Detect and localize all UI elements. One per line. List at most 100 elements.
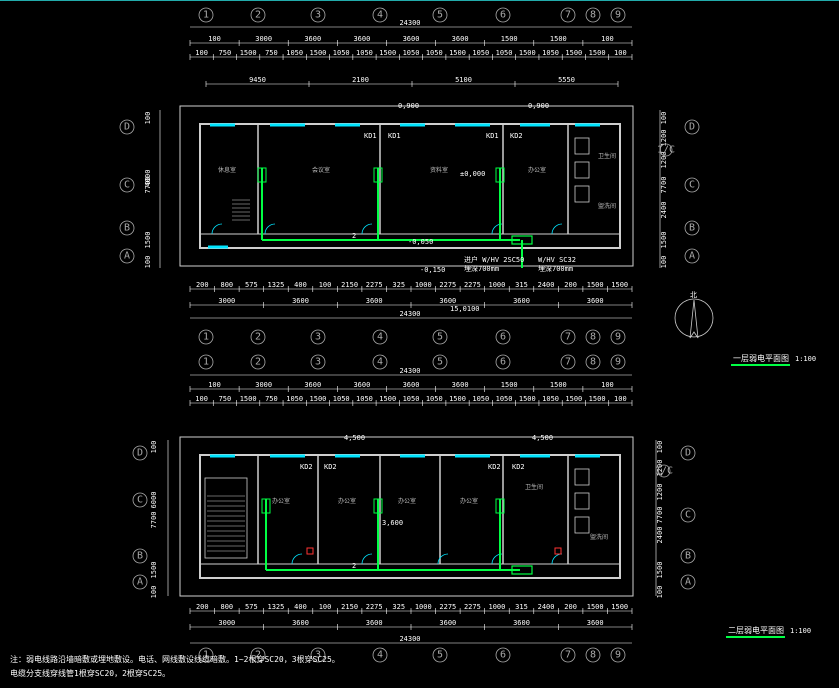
p1-bottom-bubble-label-1: 1: [203, 332, 209, 343]
p2-door-swing-2: [437, 553, 449, 565]
p1-bottom-row2-value-4: 3600: [513, 297, 530, 305]
p2-top-bubble-label-1: 1: [203, 357, 209, 368]
p1-room-label-1: 会议室: [312, 166, 330, 174]
p2-kd-label-3: KD2: [512, 463, 525, 471]
p2-top-bubble-2: [250, 354, 266, 370]
p1-left-dim-value-1: 7700: [144, 177, 152, 194]
p2-left-bubble-B: [132, 548, 148, 564]
p1-top-row2-value-14: 1500: [519, 49, 536, 57]
p1-cable-in-2b: 埋深700mm: [538, 264, 573, 273]
p2-toilet-stall-1: [574, 492, 590, 510]
p1-kd-label-1: KD1: [388, 132, 401, 140]
p1-top-row3-value-1: 2100: [352, 76, 369, 84]
note-line-1: 注：弱电线路沿墙暗敷或埋地敷设。电话、网线敷设线缆暗敷。1~2根穿SC20，3根…: [10, 654, 340, 664]
p1-bottom-row2-value-0: 3000: [218, 297, 235, 305]
p1-toilet-stall-1: [574, 161, 590, 179]
p1-top-bubble-8: [585, 7, 601, 23]
p2-top-row2-value-14: 1500: [519, 395, 536, 403]
p2-right-bubble-D: [680, 445, 696, 461]
p2-bottom-bubble-3: [310, 647, 326, 663]
p1-bottom-row2-value-2: 3600: [366, 297, 383, 305]
p1-left-bubble-label-D: D: [124, 122, 130, 133]
p1-top-bubble-label-7: 7: [565, 10, 571, 21]
p1-room-label-3: 办公室: [528, 166, 546, 174]
p2-bottom-row1-value-10: 2275: [439, 603, 456, 611]
p2-top-row2-value-13: 1050: [496, 395, 513, 403]
p2-top-row2-value-8: 1500: [379, 395, 396, 403]
p2-left-dim-value-2: 6000: [150, 492, 158, 509]
p2-bottom-bubble-label-4: 4: [377, 650, 383, 661]
p1-top-bubble-6: [495, 7, 511, 23]
p1-right-bubble-C: [684, 177, 700, 193]
p1-door-swing-1: [264, 223, 276, 235]
p1-top-bubble-label-3: 3: [315, 10, 321, 21]
p2-room-label-2: 办公室: [398, 497, 416, 505]
p2-door-swing-3: [491, 553, 503, 565]
p2-elev-top-0: 4,500: [344, 434, 365, 442]
p2-bottom-row1-value-13: 315: [515, 603, 528, 611]
p2-right-bubble-label-C: C: [685, 510, 691, 521]
p2-bottom-row2-value-3: 3600: [439, 619, 456, 627]
p1-elev-top-1: 0,900: [528, 102, 549, 110]
sub-axis-bubble-label-1: 1/C: [655, 466, 673, 477]
north-arrow-circle: [674, 298, 714, 338]
p1-top-bubble-1: [198, 7, 214, 23]
p1-room-label-2: 资料室: [430, 166, 448, 174]
p2-top-row2-value-7: 1050: [356, 395, 373, 403]
p1-bottom-bubble-label-8: 8: [590, 332, 596, 343]
p2-door-swing-0: [291, 553, 303, 565]
p2-toilet-stall-0: [574, 468, 590, 486]
p2-bottom-row1-value-15: 200: [564, 603, 577, 611]
p1-right-bubble-A: [684, 248, 700, 264]
p2-right-dim-value-0: 100: [656, 441, 664, 454]
p1-bottom-bubble-1: [198, 329, 214, 345]
p2-top-bubble-label-7: 7: [565, 357, 571, 368]
p2-bottom-row1-value-5: 100: [319, 603, 332, 611]
p1-right-dim-value-6: 100: [660, 256, 668, 269]
p1-elev-low-1: -0,150: [420, 266, 445, 274]
sub-axis-bubble-label-0: 1/C: [657, 145, 675, 156]
p2-top-row2-value-15: 1050: [542, 395, 559, 403]
p2-bottom-row2-value-5: 3600: [587, 619, 604, 627]
p2-top-bubble-8: [585, 354, 601, 370]
p2-top-row1-value-4: 3600: [403, 381, 420, 389]
p2-top-row1-value-6: 1500: [501, 381, 518, 389]
p1-bottom-bubble-2: [250, 329, 266, 345]
p2-bottom-bubble-6: [495, 647, 511, 663]
p1-top-bubble-7: [560, 7, 576, 23]
p1-top-row3-value-2: 5100: [455, 76, 472, 84]
plan2-scale: 1:100: [790, 627, 811, 635]
p1-bottom-bubble-6: [495, 329, 511, 345]
p1-left-dim-value-0: 100: [144, 112, 152, 125]
p2-right-dim-value-3: 2400: [656, 527, 664, 544]
p2-bottom-bubble-label-9: 9: [615, 650, 621, 661]
p2-kd-label-2: KD2: [488, 463, 501, 471]
p1-top-row1-value-2: 3600: [304, 35, 321, 43]
p1-top-row2-value-15: 1050: [542, 49, 559, 57]
p1-bottom-row1-value-16: 1500: [587, 281, 604, 289]
p1-top-bubble-9: [610, 7, 626, 23]
p2-top-bubble-5: [432, 354, 448, 370]
p1-top-bubble-3: [310, 7, 326, 23]
p1-top-row1-value-8: 100: [601, 35, 614, 43]
p1-bottom-bubble-label-9: 9: [615, 332, 621, 343]
p1-top-bubble-label-4: 4: [377, 10, 383, 21]
p1-kd-label-3: KD2: [510, 132, 523, 140]
p2-top-total-value: 24300: [399, 367, 420, 375]
p1-bottom-bubble-label-7: 7: [565, 332, 571, 343]
p1-elev-top-0: 0,900: [398, 102, 419, 110]
p1-bottom-row1-value-5: 100: [319, 281, 332, 289]
p1-top-row1-value-7: 1500: [550, 35, 567, 43]
p1-top-row1-value-0: 100: [208, 35, 221, 43]
p1-bottom-total-2: 15,0100: [450, 305, 480, 313]
p1-top-row1-value-4: 3600: [403, 35, 420, 43]
p1-bottom-row1-value-11: 2275: [464, 281, 481, 289]
p1-bottom-row1-value-12: 1000: [489, 281, 506, 289]
p2-left-bubble-C: [132, 492, 148, 508]
p1-top-total-value: 24300: [399, 19, 420, 27]
p2-right-bubble-C: [680, 507, 696, 523]
p2-room-label-4: 卫生间: [525, 483, 543, 491]
p1-left-bubble-label-B: B: [124, 223, 130, 234]
p2-top-row2-value-9: 1050: [403, 395, 420, 403]
p1-top-bubble-label-9: 9: [615, 10, 621, 21]
